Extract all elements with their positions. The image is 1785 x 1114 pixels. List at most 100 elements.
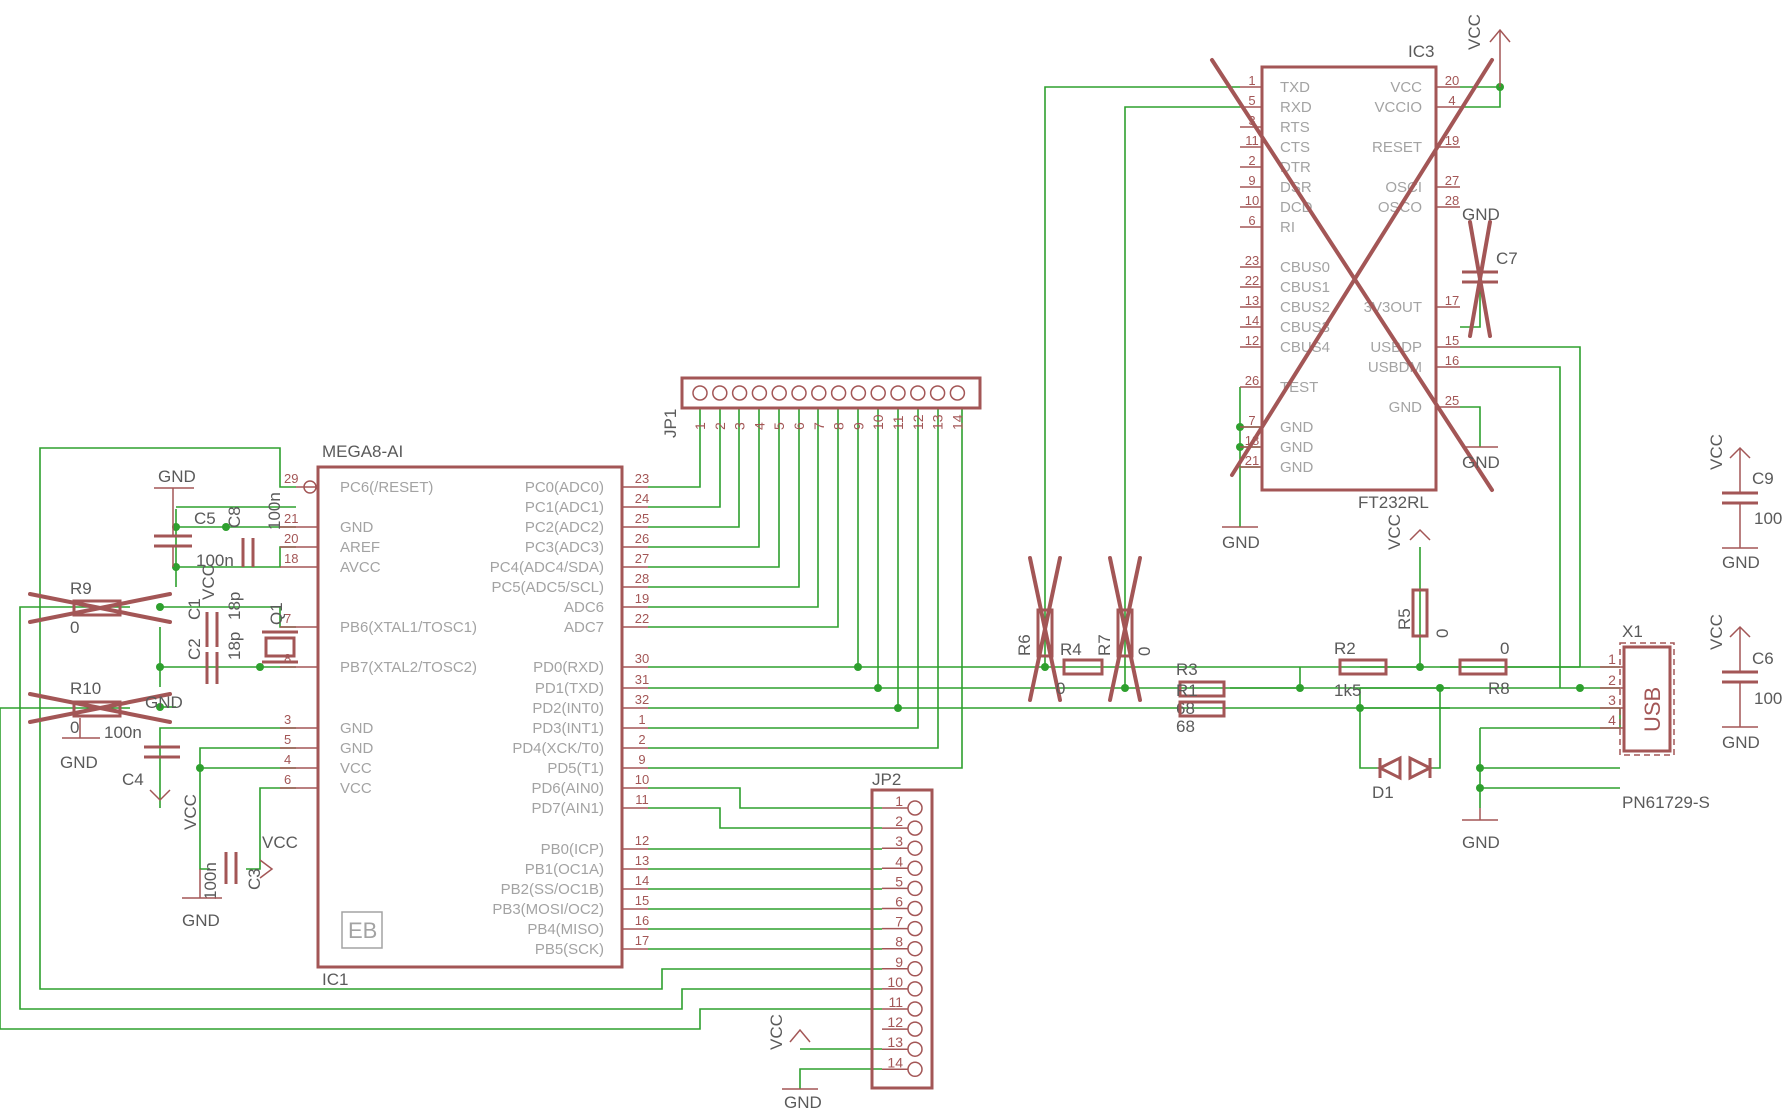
capacitor-c1[interactable]: C1 18p [185, 592, 244, 647]
ic1-pin-number: 29 [284, 471, 298, 486]
jp2-pin[interactable] [907, 840, 923, 856]
jp2-pin[interactable] [907, 1061, 923, 1078]
c8-value: 100n [265, 492, 284, 530]
ic3-not-populated-cross [1230, 58, 1494, 477]
diode-d1[interactable]: D1 [1372, 755, 1434, 802]
r6-value: 0 [1056, 679, 1065, 698]
jp1-pin-number: 8 [831, 422, 847, 430]
jp1-pin[interactable] [830, 385, 847, 401]
ic1-pin-number: 19 [635, 591, 649, 606]
jp2-pin-number: 3 [895, 833, 903, 849]
x1-pin-number: 2 [1608, 672, 1616, 688]
jp2-pin[interactable] [907, 1021, 923, 1037]
capacitor-c9[interactable]: VCC C9 100 GND [1707, 434, 1782, 572]
jp1-pin[interactable] [870, 385, 886, 401]
jp1-pin-number: 11 [890, 415, 906, 430]
ic1-pin-number: 26 [635, 531, 649, 546]
ic1-pin-name: PC3(ADC3) [525, 539, 604, 556]
jp1-pin[interactable] [811, 385, 827, 401]
jp1-pin[interactable] [949, 385, 966, 401]
jp1-pin[interactable] [890, 385, 906, 401]
gnd-symbol-top-left: GND [154, 467, 196, 507]
jp2-pin[interactable] [907, 1001, 923, 1017]
jp2-pin-number: 4 [895, 853, 903, 869]
ic3-pin-number: 16 [1445, 353, 1459, 368]
c9-name: C9 [1752, 469, 1774, 488]
ic3-pin-number: 9 [1248, 173, 1255, 188]
resistor-r7[interactable]: R7 0 [1095, 556, 1154, 702]
ic3-pin-number: 6 [1248, 213, 1255, 228]
ic3-pin-name: VCC [1390, 79, 1422, 96]
c1-name: C1 [185, 598, 204, 620]
resistor-r5[interactable]: R5 0 VCC [1385, 514, 1452, 638]
ic1-pin-name: GND [340, 740, 374, 757]
capacitor-c8[interactable]: C8 100n [225, 492, 284, 567]
resistor-r1[interactable]: R1 68 [1176, 681, 1226, 736]
jp1-pin[interactable] [712, 385, 728, 401]
gnd-symbol-ft232-right: GND [1462, 446, 1500, 472]
crystal-q1[interactable]: Q1 [262, 602, 298, 664]
resistor-r6[interactable]: R6 0 [1015, 556, 1065, 702]
r1-value: 68 [1176, 717, 1195, 736]
ic1-pin-number: 13 [635, 853, 649, 868]
capacitor-c3[interactable]: C3 100n VCC [201, 833, 298, 900]
jp1-pin[interactable] [850, 385, 867, 401]
jp2-pin-number: 12 [887, 1014, 903, 1030]
vcc-symbol-c4: VCC [149, 789, 200, 830]
ic3-pin-name: USBDP [1370, 339, 1422, 356]
jp2-pin[interactable] [907, 940, 923, 957]
jp1-pin-number: 13 [930, 414, 946, 430]
resistor-r8[interactable]: 0 R8 [1458, 639, 1510, 698]
jp1-pin[interactable] [731, 385, 748, 401]
jp2-pin[interactable] [907, 981, 923, 997]
r10-value: 0 [70, 718, 79, 737]
resistor-r9[interactable]: R9 0 [28, 579, 172, 637]
c4-name: C4 [122, 770, 144, 789]
ic1-pin-number: 3 [284, 712, 291, 727]
resistor-r10[interactable]: R10 0 [28, 679, 172, 737]
jp2-pin[interactable] [907, 900, 923, 917]
ic3-ft232rl[interactable]: IC3 FT232RL 1TXD5RXD3RTS11CTS2DTR9DSR10D… [1210, 42, 1494, 512]
jp2-pin[interactable] [907, 1041, 923, 1057]
jp1-pin[interactable] [791, 385, 807, 401]
capacitor-c6[interactable]: VCC C6 100 GND [1707, 614, 1782, 752]
jp2-pin[interactable] [907, 820, 923, 836]
vcc-label: VCC [1707, 434, 1726, 470]
jp1-pin-number: 1 [692, 422, 708, 430]
jp2-pin[interactable] [907, 880, 923, 897]
ic3-pin-number: 28 [1445, 193, 1459, 208]
ic3-pin-number: 19 [1445, 133, 1459, 148]
vcc-label: VCC [767, 1014, 786, 1050]
ic1-pin-name: PC4(ADC4/SDA) [490, 559, 604, 576]
jp1-pin[interactable] [929, 385, 946, 401]
capacitor-c5[interactable]: C5 100n [154, 507, 234, 570]
jp1-pin-number: 7 [811, 422, 827, 430]
ic1-mega8[interactable]: MEGA8-AI IC1 EB 29PC6(/RESET)21GND20AREF… [280, 442, 649, 989]
jp1-pin[interactable] [692, 385, 708, 401]
capacitor-c7[interactable]: C7 GND [1462, 205, 1518, 338]
jp2-pin[interactable] [907, 961, 923, 977]
resistor-r4[interactable]: R4 [1060, 640, 1104, 676]
resistor-r2[interactable]: R2 1k5 [1334, 639, 1388, 700]
jp2-pin[interactable] [907, 860, 923, 877]
ic1-pin-name: GND [340, 519, 374, 536]
jp2-pin[interactable] [907, 800, 923, 816]
jp1-pin[interactable] [910, 385, 926, 401]
jp1-pin-number: 12 [910, 414, 926, 430]
ic3-pin-number: 4 [1448, 93, 1455, 108]
jp1-pin-number: 9 [850, 422, 866, 430]
jp1-pin[interactable] [771, 385, 787, 401]
capacitor-c4[interactable]: 100n C4 [104, 723, 180, 789]
ic1-pin-number: 32 [635, 692, 649, 707]
ic1-pin-number: 12 [635, 833, 649, 848]
ic1-pin-name: ADC7 [564, 619, 604, 636]
capacitor-c2[interactable]: C2 18p [185, 632, 244, 684]
ic1-pin-name: PB7(XTAL2/TOSC2) [340, 659, 477, 676]
vcc-label: VCC [1707, 614, 1726, 650]
jp2-pin[interactable] [907, 920, 923, 937]
jp1-pin[interactable] [751, 385, 768, 401]
